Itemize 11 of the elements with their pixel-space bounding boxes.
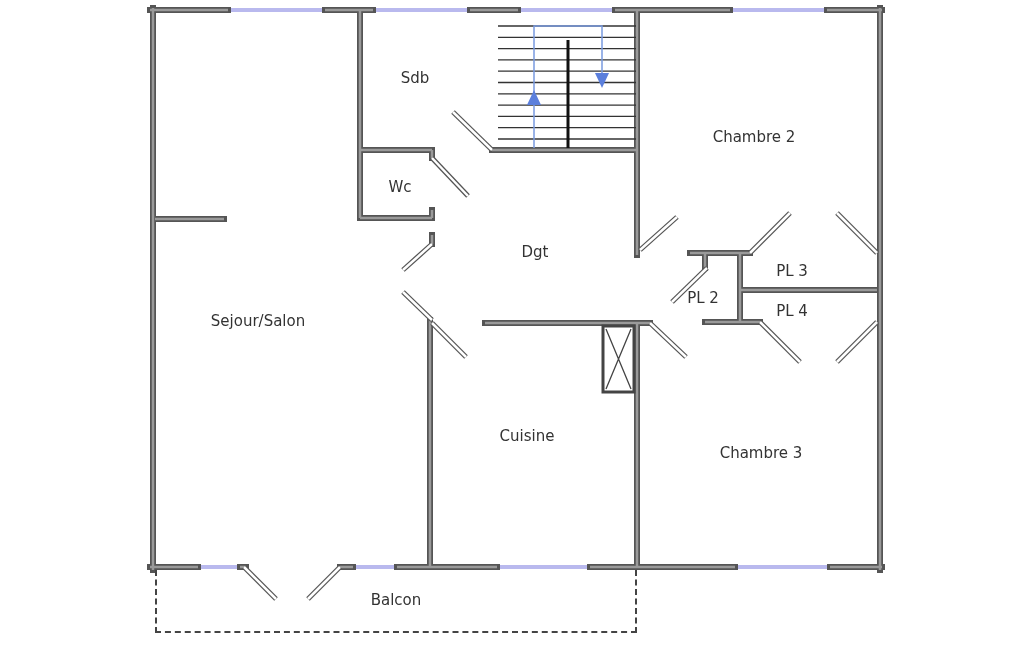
room-label: PL 2 — [687, 286, 719, 310]
room-label: Sejour/Salon — [210, 309, 306, 333]
room-label: Cuisine — [499, 424, 555, 448]
room-label: Chambre 3 — [719, 441, 803, 465]
room-label: PL 4 — [776, 299, 808, 323]
balcony-outline: Balcon — [155, 570, 637, 633]
room-label: Sdb — [400, 66, 430, 90]
room-label: Chambre 2 — [712, 125, 796, 149]
room-label: Wc — [388, 175, 412, 199]
room-label: PL 3 — [776, 259, 808, 283]
room-label: Dgt — [521, 240, 549, 264]
